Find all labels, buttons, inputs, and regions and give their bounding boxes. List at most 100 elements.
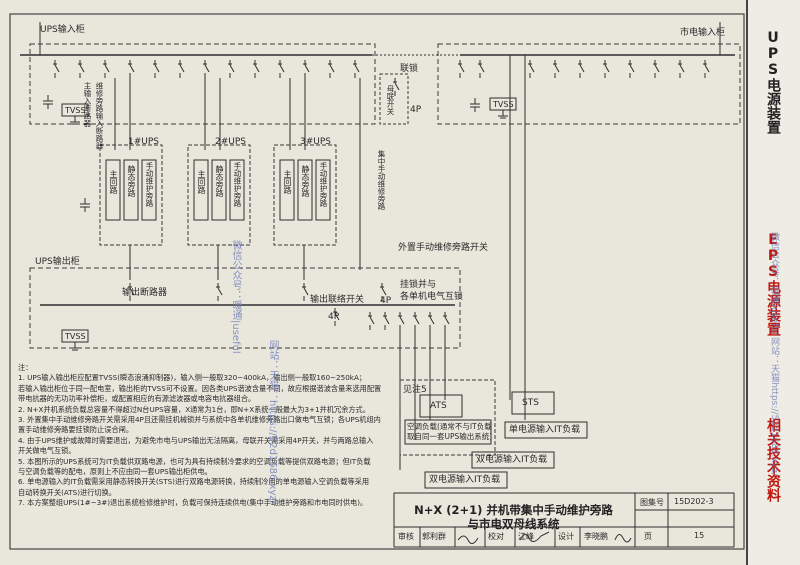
- drawing-title-line2: 与市电双母线系统: [467, 517, 560, 531]
- label-4p-output: 4P: [380, 296, 392, 306]
- label-ups1: 1#UPS: [128, 137, 159, 147]
- top-busbars: [20, 22, 735, 56]
- signature-check: [519, 531, 550, 542]
- ups3-main-circuit: 主回路: [283, 170, 292, 194]
- note-line: 7. 本方案整组UPS(1#~3#)退出系统检修维护时，负载可保持连续供电(集中…: [18, 498, 368, 508]
- sidebar-section-eps[interactable]: EPS电源装置: [748, 232, 800, 432]
- ac-load-box: [404, 419, 492, 445]
- label-output-breaker: 输出断路器: [122, 288, 168, 298]
- ups-input-cabinet-frame: [29, 43, 376, 125]
- input-breakers-mains: [457, 59, 710, 79]
- input-breakers-ups: [52, 59, 360, 79]
- ups-output-cabinet-frame: [29, 267, 461, 349]
- note-line: 5. 本图所示的UPS系统可为IT负载供双路电源，也可为具有持续制冷要求的空调负…: [18, 456, 371, 466]
- label-central-manual-bypass: 集中手动维修旁路: [377, 150, 386, 210]
- drawing-title: N+X (2+1) 并机带集中手动维护旁路 与市电双母线系统: [406, 503, 621, 531]
- label-4p-tie: 4P: [410, 105, 422, 115]
- mains-input-cabinet-frame: [437, 43, 741, 125]
- note-line: 6. 单电源输入的IT负载需采用静态转换开关(STS)进行双路电源转换，持续制冷…: [18, 477, 370, 487]
- ups3-manual-bypass: 手动维护旁路: [319, 162, 328, 207]
- sidebar: UPS电源装置 EPS电源装置 相关技术资料: [746, 0, 800, 565]
- label-maint-bypass-input-breaker: 维修旁路输入断路器: [95, 82, 104, 150]
- page-label: 页: [644, 532, 652, 541]
- note-line: 4. 由于UPS维护或故障时需要退出，为避免市电与UPS输出无法隔离，母联开关需…: [18, 435, 374, 445]
- dual-it-box-2: [424, 471, 508, 489]
- single-it-box: [504, 421, 588, 439]
- ups2-static-bypass: 静态旁路: [215, 165, 224, 197]
- label-ats: ATS: [430, 401, 447, 411]
- watermark-b: 网站：天猫：https://52d1686.xyz/: [267, 340, 278, 504]
- label-see-note5: 见注5: [403, 385, 427, 395]
- ups2-main-circuit: 主回路: [197, 170, 206, 194]
- note-line: 置手动维修旁路要挂锁防止误合闸。: [18, 425, 134, 435]
- ups-units: [99, 144, 337, 246]
- label-ups2: 2#UPS: [215, 137, 246, 147]
- label-ac-load-2: 取自同一套UPS输出系统): [407, 432, 493, 441]
- label-tvss-mains: TVSS: [493, 100, 514, 109]
- ups1-manual-bypass: 手动维护旁路: [145, 162, 154, 207]
- note-line: 若输入输出柜位于同一配电室，输出柜的TVSS可不设置。因各类UPS谐波含量不同，…: [18, 383, 382, 393]
- label-tvss-input: TVSS: [65, 106, 86, 115]
- notes-heading: 注：: [18, 363, 33, 372]
- watermark-a: 微信公众号：暖通|useful: [230, 240, 241, 354]
- note-line: 与空调负载等的配电，原则上不应由同一套UPS输出柜供电。: [18, 467, 212, 477]
- title-block: N+X (2+1) 并机带集中手动维护旁路 与市电双母线系统 图集号 15D20…: [394, 493, 734, 547]
- note-line: 3. 外置集中手动维修旁路开关需采用4P且还需挂机械锁并与系统中各单机维修旁路出…: [18, 415, 381, 425]
- title-block-grid: [393, 492, 735, 548]
- check-name: 江峰: [518, 532, 534, 541]
- label-ext-manual-bypass-switch: 外置手动维修旁路开关: [398, 243, 489, 253]
- label-dual-input-it-2: 双电源输入IT负载: [429, 475, 501, 485]
- design-label: 设计: [558, 532, 574, 541]
- label-4p-tie-output: 4P: [328, 312, 340, 322]
- ats-box: [419, 394, 463, 418]
- label-interlock-2: 各单机电气互锁: [400, 292, 464, 302]
- label-output-tie-switch: 输出联络开关: [310, 295, 365, 305]
- check-label: 校对: [488, 532, 504, 541]
- sidebar-section-related-title: 相关技术资料: [765, 418, 781, 502]
- see-note5-frame: [399, 379, 496, 456]
- label-ups-output-cabinet: UPS输出柜: [35, 257, 80, 267]
- note-line: 自动转换开关(ATS)进行切换。: [18, 487, 116, 497]
- note-line: 带电抗器的无功功率补偿柜，或配置相应的有源滤波器或电容电抗器组合。: [18, 394, 256, 404]
- label-interlock-1: 挂锁并与: [400, 280, 437, 290]
- review-label: 审核: [398, 532, 414, 541]
- sidebar-section-ups[interactable]: UPS电源装置: [748, 30, 800, 215]
- dual-it-box-1: [471, 451, 555, 469]
- label-dual-input-it-1: 双电源输入IT负载: [476, 455, 548, 465]
- label-ac-load-1: 空调负载(通常不与IT负载: [407, 422, 492, 431]
- ups-outputs: [129, 245, 305, 280]
- bus-tie-frame: [379, 73, 409, 125]
- ups2-manual-bypass: 手动维护旁路: [233, 162, 242, 207]
- label-mains-input-cabinet: 市电输入柜: [680, 28, 726, 38]
- signature-review: [457, 535, 479, 544]
- atlas-no: 15D202-3: [674, 497, 714, 506]
- sidebar-section-ups-title: UPS电源装置: [765, 30, 781, 134]
- ups1-static-bypass: 静态旁路: [127, 165, 136, 197]
- notes-block: 注： 1. UPS输入输出柜应配置TVSS(瞬态浪涌抑制器)，输入侧一般取320…: [18, 363, 393, 509]
- sidebar-section-related[interactable]: 相关技术资料: [748, 418, 800, 528]
- label-sts: STS: [522, 398, 539, 408]
- sts-box: [511, 391, 555, 415]
- ups3-static-bypass: 静态旁路: [301, 165, 310, 197]
- label-tvss-output: TVSS: [65, 332, 86, 341]
- note-line: 1. UPS输入输出柜应配置TVSS(瞬态浪涌抑制器)，输入侧一般取320~40…: [18, 373, 367, 383]
- ups1-main-circuit: 主回路: [109, 170, 118, 194]
- signature-design: [614, 534, 632, 543]
- ups-feeders: [114, 78, 361, 270]
- note-line: 2. N+X并机系统负载总容量不得超过N台UPS容量，X通常为1台，即N+X系统…: [18, 404, 370, 414]
- label-ups3: 3#UPS: [300, 137, 331, 147]
- drawing-title-line1: N+X (2+1) 并机带集中手动维护旁路: [414, 503, 613, 517]
- design-name: 李晓鹏: [584, 532, 608, 541]
- label-main-bus-tie: 母联开关: [386, 85, 395, 115]
- note-line: 开关做电气互锁。: [18, 446, 76, 456]
- label-ups-input-cabinet: UPS输入柜: [40, 25, 85, 35]
- watermark-c: 微信公众号：暖通|useful 网站：天猫https://52d1686.xyz…: [769, 232, 779, 476]
- label-single-input-it: 单电源输入IT负载: [509, 425, 581, 435]
- label-interlock: 联锁: [400, 64, 419, 74]
- page-no: 15: [694, 531, 705, 540]
- review-name: 郭利群: [422, 532, 446, 541]
- sidebar-section-eps-title: EPS电源装置: [765, 232, 781, 336]
- label-main-input-breaker: 主输入断路器: [83, 82, 92, 127]
- atlas-no-label: 图集号: [640, 498, 664, 507]
